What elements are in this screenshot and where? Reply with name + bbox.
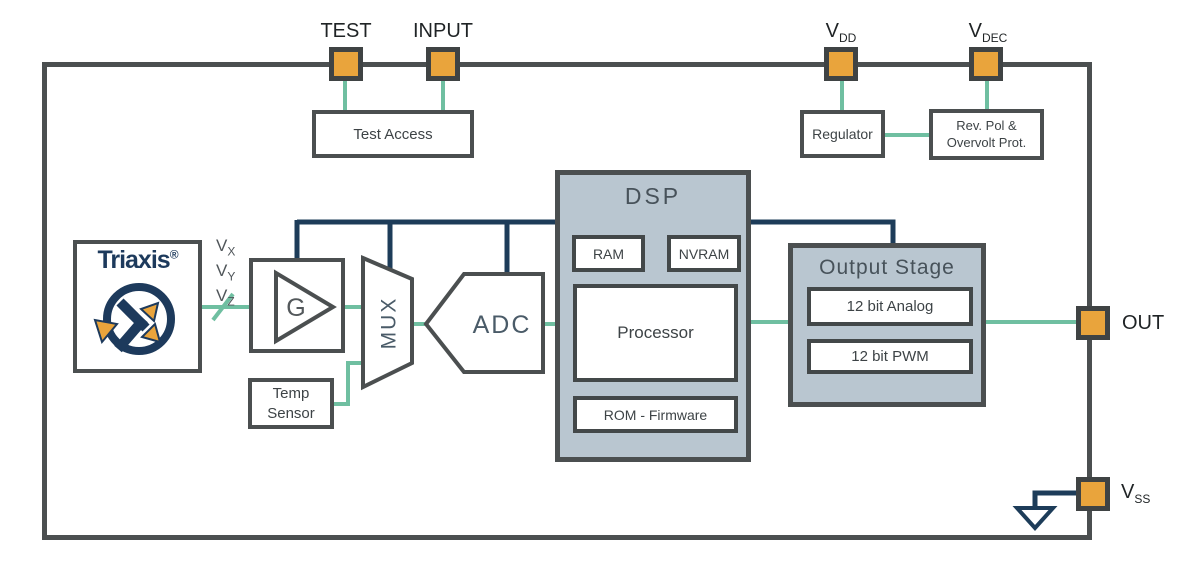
signal-label-vz: VZ bbox=[216, 286, 235, 308]
logo-x-arrowhead2 bbox=[139, 321, 161, 343]
logo-x-arrowhead1 bbox=[138, 300, 159, 323]
test-pin bbox=[329, 47, 363, 81]
pwm-output-block: 12 bit PWM bbox=[807, 339, 973, 374]
vy-main: V bbox=[216, 261, 228, 280]
triaxis-brand: Triaxis® bbox=[97, 246, 179, 275]
vss-pin bbox=[1076, 477, 1110, 511]
analog-output-block: 12 bit Analog bbox=[807, 287, 973, 326]
analog-output-label: 12 bit Analog bbox=[846, 298, 934, 315]
signal-label-vy: VY bbox=[216, 261, 235, 283]
processor-block: Processor bbox=[573, 284, 738, 382]
regulator-block: Regulator bbox=[800, 110, 885, 158]
temp-sensor-label: Temp Sensor bbox=[267, 384, 315, 423]
test-pin-label: TEST bbox=[320, 20, 372, 42]
temp-line2: Sensor bbox=[267, 404, 315, 422]
output-stage-block: Output Stage 12 bit Analog 12 bit PWM bbox=[788, 243, 986, 407]
protection-block: Rev. Pol & Overvolt Prot. bbox=[929, 109, 1044, 160]
vss-pin-label: VSS bbox=[1121, 481, 1150, 506]
input-pin-label: INPUT bbox=[413, 20, 473, 42]
rom-firmware-label: ROM - Firmware bbox=[603, 406, 708, 423]
registered-mark: ® bbox=[169, 247, 179, 262]
vdec-pin-label: VDEC bbox=[969, 20, 1008, 45]
vy-sub: Y bbox=[227, 269, 236, 284]
out-pin-label: OUT bbox=[1122, 312, 1165, 334]
vx-sub: X bbox=[227, 244, 236, 259]
vz-main: V bbox=[216, 286, 228, 305]
nvram-block: NVRAM bbox=[667, 235, 741, 272]
protection-line1: Rev. Pol & bbox=[956, 117, 1017, 133]
test-access-block: Test Access bbox=[312, 110, 474, 158]
ram-block: RAM bbox=[572, 235, 645, 272]
out-pin bbox=[1076, 306, 1110, 340]
triaxis-brand-text: Triaxis bbox=[97, 246, 170, 274]
dsp-block: DSP RAM NVRAM Processor ROM - Firmware bbox=[555, 170, 751, 462]
output-stage-title: Output Stage bbox=[819, 256, 955, 279]
amplifier-block bbox=[249, 258, 345, 353]
logo-ring bbox=[102, 282, 175, 355]
regulator-label: Regulator bbox=[812, 126, 873, 142]
vdd-main: V bbox=[825, 20, 839, 42]
vdd-sub: DD bbox=[839, 31, 857, 45]
vdd-pin-label: VDD bbox=[826, 20, 857, 45]
chip-boundary bbox=[42, 62, 1092, 540]
vdec-sub: DEC bbox=[982, 31, 1008, 45]
vz-sub: Z bbox=[227, 294, 235, 309]
input-pin bbox=[426, 47, 460, 81]
vdec-pin bbox=[969, 47, 1003, 81]
vss-main: V bbox=[1121, 481, 1135, 503]
test-access-label: Test Access bbox=[353, 125, 433, 143]
signal-label-vx: VX bbox=[216, 236, 235, 258]
vss-sub: SS bbox=[1134, 492, 1151, 506]
temp-line1: Temp bbox=[272, 385, 310, 402]
pwm-output-label: 12 bit PWM bbox=[851, 348, 929, 365]
triaxis-logo-icon bbox=[93, 282, 175, 355]
vdec-main: V bbox=[968, 20, 982, 42]
ram-label: RAM bbox=[592, 245, 625, 262]
vdd-pin bbox=[824, 47, 858, 81]
vx-main: V bbox=[216, 236, 228, 255]
rom-firmware-block: ROM - Firmware bbox=[573, 396, 738, 433]
protection-line2: Overvolt Prot. bbox=[946, 134, 1027, 150]
protection-label: Rev. Pol & Overvolt Prot. bbox=[947, 118, 1026, 152]
dsp-title: DSP bbox=[624, 183, 682, 209]
processor-label: Processor bbox=[617, 323, 694, 342]
temp-sensor-block: Temp Sensor bbox=[248, 378, 334, 429]
triaxis-sensor-block: Triaxis® bbox=[73, 240, 202, 373]
logo-ring-arrowhead bbox=[93, 318, 119, 344]
nvram-label: NVRAM bbox=[678, 245, 730, 262]
logo-x-bar2 bbox=[115, 297, 150, 332]
